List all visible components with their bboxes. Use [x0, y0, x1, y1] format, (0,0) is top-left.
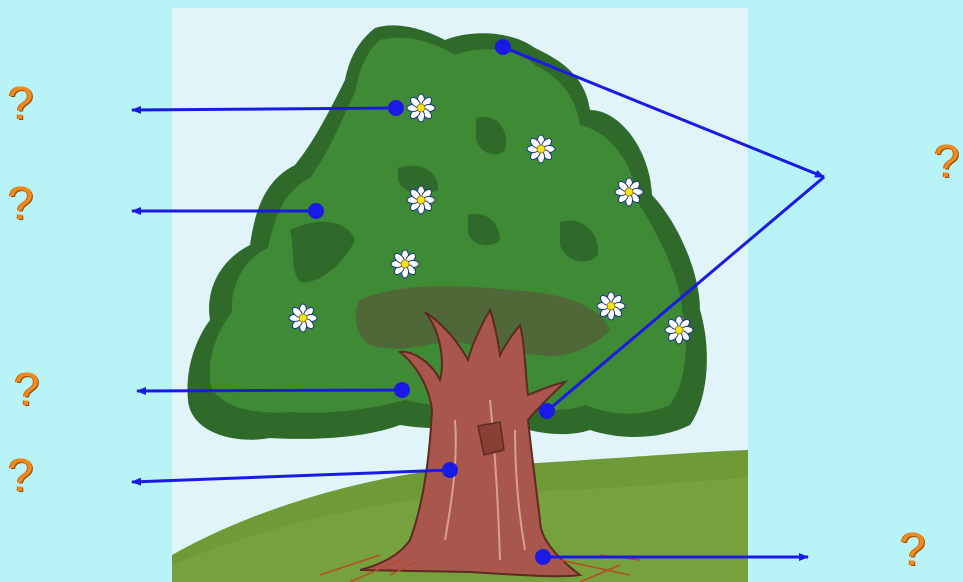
question-mark-branch: ?: [14, 366, 40, 412]
flower-icon: [597, 292, 625, 320]
pointer-dot: [308, 203, 324, 219]
pointer-arrow-branch: [137, 390, 402, 391]
flower-icon: [665, 316, 693, 344]
flower-icon: [289, 304, 317, 332]
pointer-arrow-flower: [132, 108, 396, 110]
pointer-dot: [394, 382, 410, 398]
pointer-dot: [495, 39, 511, 55]
question-mark-crown: ?: [934, 138, 960, 184]
question-mark-trunk: ?: [8, 452, 34, 498]
flower-icon: [391, 250, 419, 278]
pointer-dot: [535, 549, 551, 565]
pointer-dot: [442, 462, 458, 478]
question-mark-flower: ?: [8, 80, 34, 126]
flower-icon: [615, 178, 643, 206]
flower-icon: [407, 186, 435, 214]
pointer-dot: [539, 403, 555, 419]
question-mark-leaf: ?: [8, 180, 34, 226]
flower-icon: [407, 94, 435, 122]
question-mark-root: ?: [900, 526, 926, 572]
flower-icon: [527, 135, 555, 163]
pointer-dot: [388, 100, 404, 116]
